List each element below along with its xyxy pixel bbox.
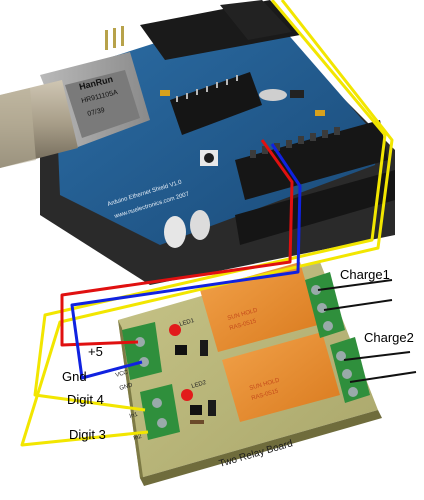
pin-in2: In2	[133, 434, 143, 442]
relay-board: SUN HOLD RAS-0515 SUN HOLD RAS-0515	[115, 262, 382, 486]
wire-red	[60, 139, 294, 347]
wire-black-2	[323, 299, 393, 311]
led-1-label: LED1	[179, 318, 196, 328]
label-plus5: +5	[88, 344, 103, 359]
pin-gnd: GND	[119, 382, 134, 392]
terminal-block-charge2	[330, 337, 370, 403]
pin-in1: In1	[129, 412, 139, 420]
wire-black-3	[343, 351, 411, 361]
wire-black-1	[317, 279, 393, 291]
relay-2	[222, 332, 340, 422]
label-charge1: Charge1	[340, 267, 390, 282]
ic-chip	[170, 72, 262, 135]
arduino-stack: Arduino Ethernet Shield V1.0 www.nuelect…	[40, 0, 395, 285]
jack-code: 07/39	[87, 107, 106, 118]
label-digit4: Digit 4	[67, 392, 104, 407]
led-2-label: LED2	[191, 380, 208, 390]
led-1	[169, 324, 181, 336]
label-gnd: Gnd	[62, 369, 87, 384]
led-2	[181, 389, 193, 401]
wire-blue	[70, 143, 302, 380]
pin-vcc: VCC	[115, 369, 129, 378]
wires	[20, 0, 417, 447]
terminal-block-inputs	[140, 384, 180, 440]
wire-black-4	[349, 371, 417, 383]
wire-yellow-1	[33, 0, 387, 412]
relay-1	[200, 262, 318, 352]
label-digit3: Digit 3	[69, 427, 106, 442]
label-charge2: Charge2	[364, 330, 414, 345]
terminal-block-charge1	[305, 272, 345, 338]
